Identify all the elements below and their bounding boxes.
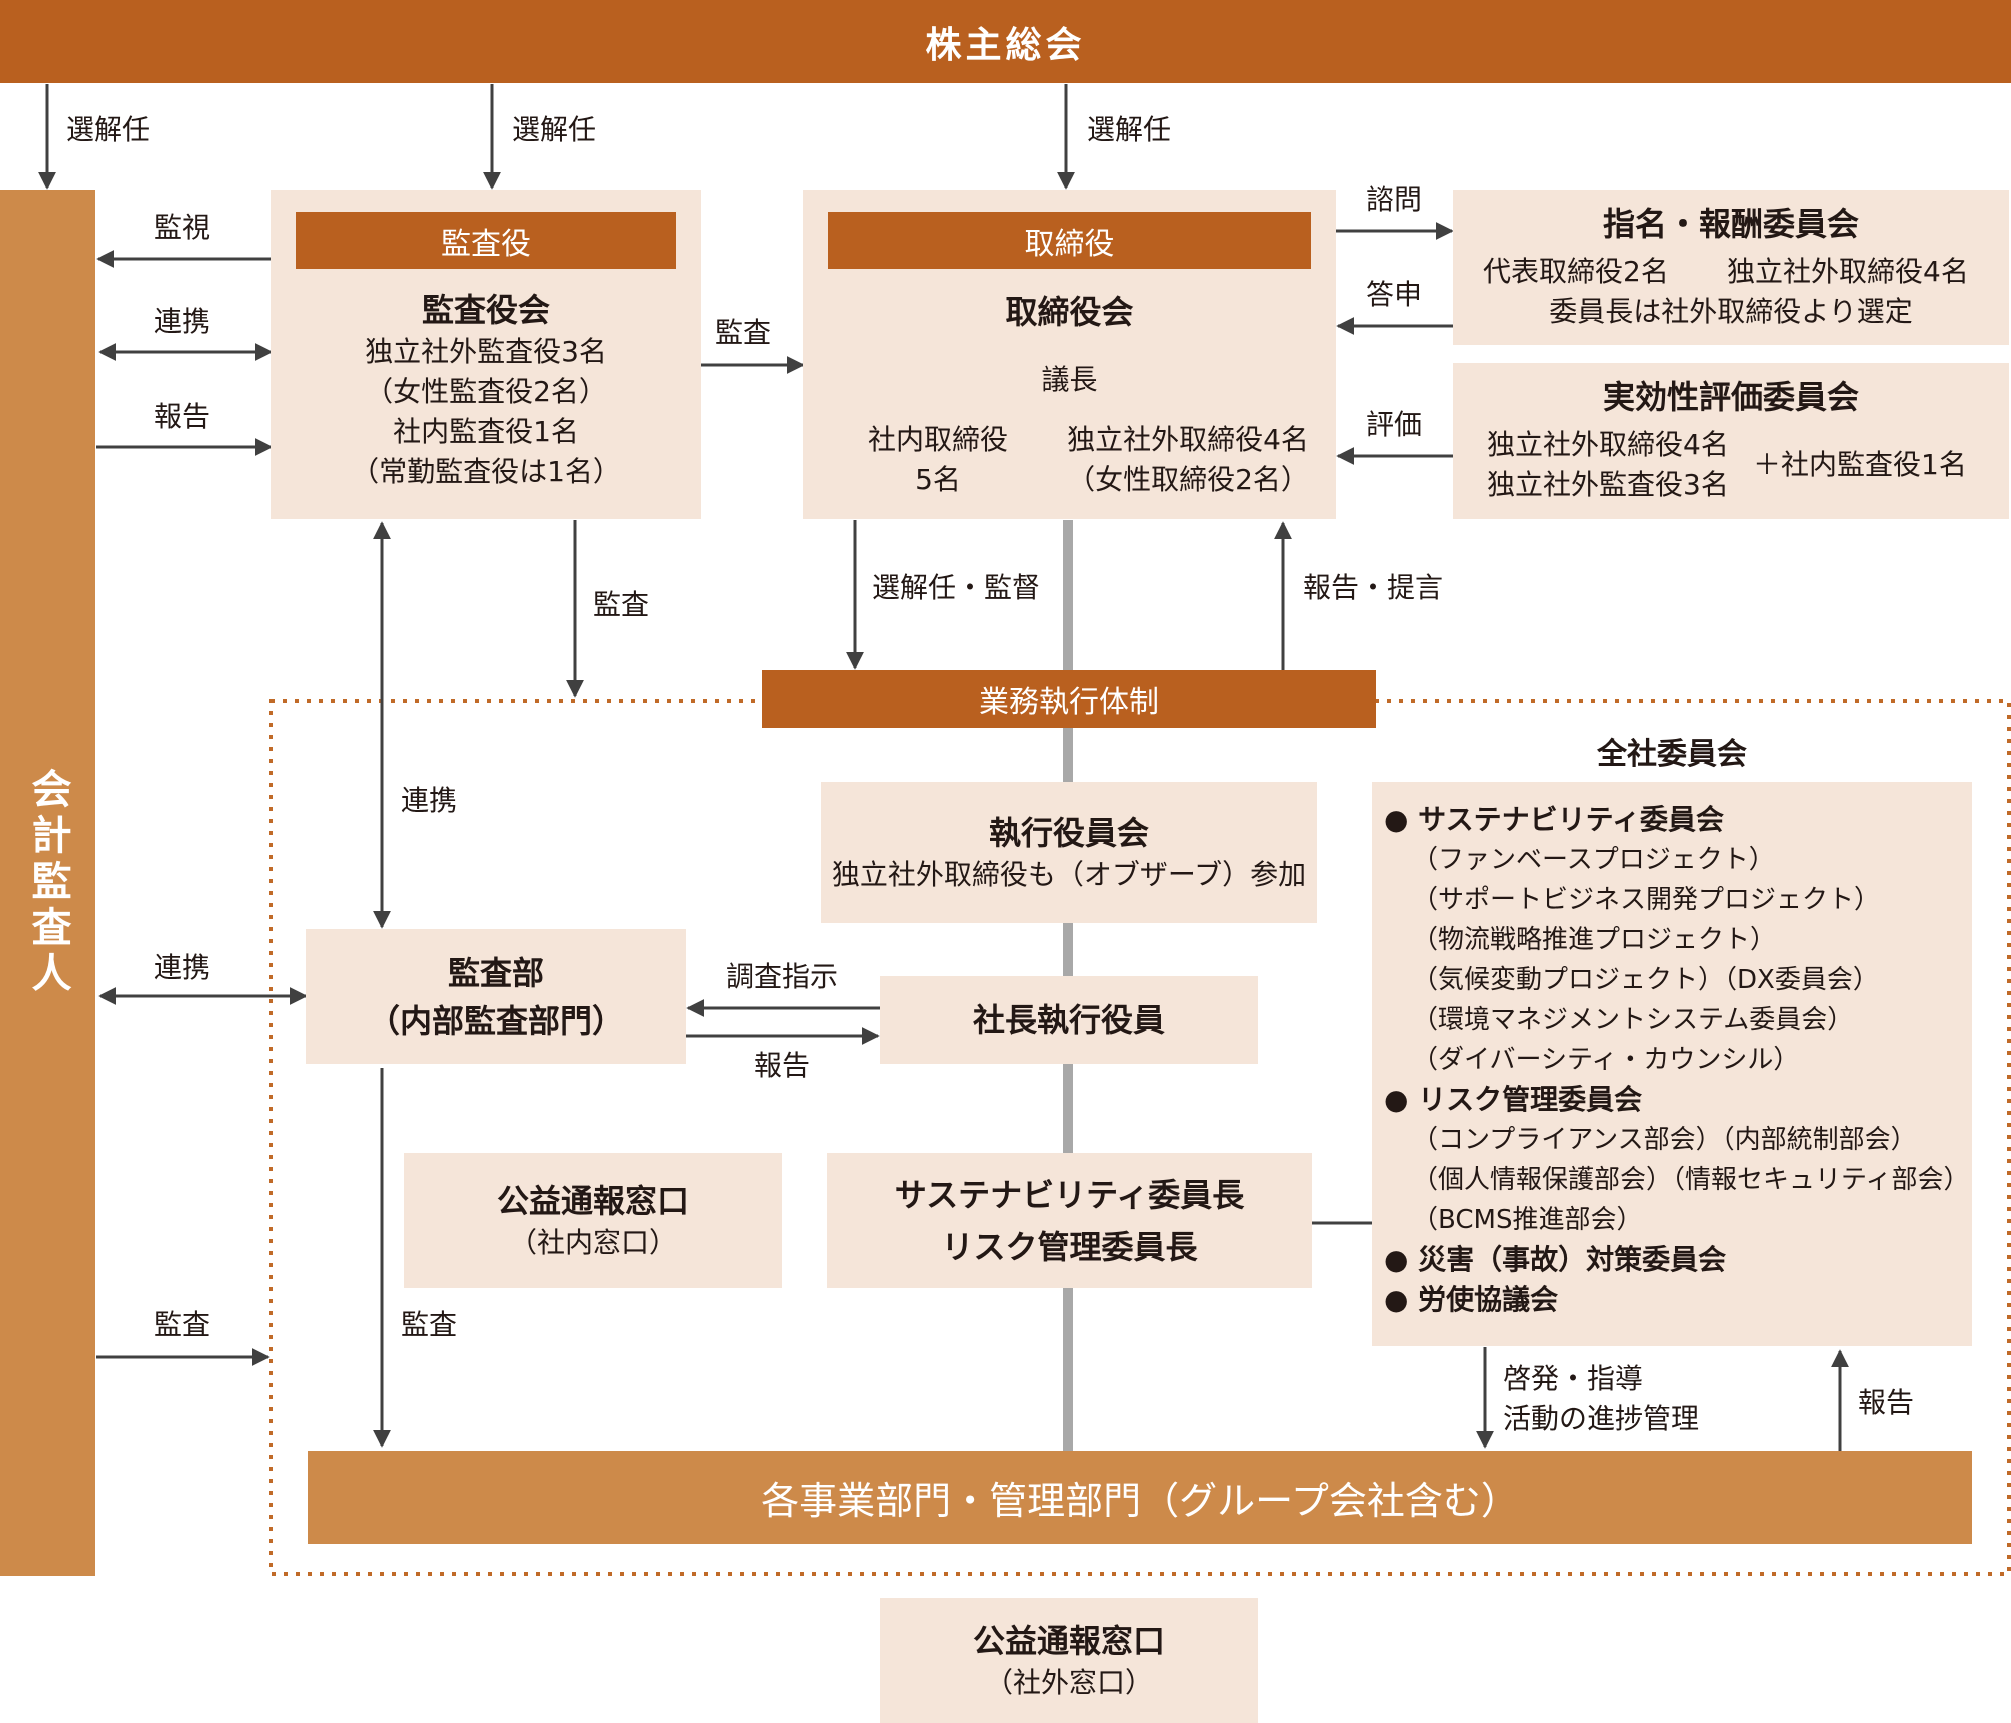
directors-internal-line: 社内取締役 (867, 423, 1008, 456)
label-investigate: 調査指示 (726, 960, 839, 993)
committee-subitem: （サポートビジネス開発プロジェクト） (1412, 885, 1881, 915)
label-report: 報告 (1858, 1386, 1915, 1419)
directors-header-label: 取締役 (1024, 226, 1115, 262)
effectiveness-line: 独立社外取締役4名 (1487, 428, 1729, 461)
effectiveness-committee-title: 実効性評価委員会 (1602, 378, 1859, 416)
label-coop: 連携 (154, 305, 211, 338)
label-audit: 監査 (154, 1308, 211, 1341)
effectiveness-extra: ＋社内監査役1名 (1753, 448, 1967, 481)
committee-subitem: （BCMS推進部会） (1412, 1205, 1643, 1235)
whistleblower-internal-box: 公益通報窓口 （社内窓口） (404, 1153, 782, 1288)
label-elect-supervise: 選解任・監督 (872, 571, 1041, 604)
label-report-propose: 報告・提言 (1303, 571, 1444, 604)
label-audit-board: 監査 (715, 316, 772, 349)
label-audit-down: 監査 (593, 588, 650, 621)
auditors-header: 監査役 (296, 212, 676, 269)
directors-external-line: （女性取締役2名） (1067, 463, 1309, 496)
label-progress-management: 活動の進捗管理 (1503, 1402, 1700, 1435)
committee-subitem: （気候変動プロジェクト）（DX委員会） (1412, 965, 1879, 995)
label-evaluate: 評価 (1366, 408, 1423, 441)
auditors-line: （女性監査役2名） (365, 375, 607, 408)
business-units-label: 各事業部門・管理部門（グループ会社含む） (761, 1479, 1519, 1523)
audit-dept-box: 監査部 （内部監査部門） (306, 929, 686, 1064)
committee-subitem: （個人情報保護部会）（情報セキュリティ部会） (1412, 1165, 1970, 1195)
directors-board-title: 取締役会 (1005, 293, 1134, 331)
auditors-line: （常勤監査役は1名） (351, 455, 621, 488)
audit-dept-line: （内部監査部門） (367, 1001, 624, 1040)
committee-item: ● サステナビリティ委員会 (1384, 803, 1724, 836)
execution-system-header: 業務執行体制 (762, 670, 1376, 728)
business-units-bar: 各事業部門・管理部門（グループ会社含む） (308, 1451, 1972, 1544)
label-elect: 選解任 (1087, 113, 1172, 146)
nomination-committee-title: 指名・報酬委員会 (1602, 205, 1859, 243)
company-committees-box: ● サステナビリティ委員会 （ファンベースプロジェクト） （サポートビジネス開発プロ… (1372, 782, 1972, 1346)
whistleblower-internal-title: 公益通報窓口 (496, 1181, 689, 1220)
label-consult: 諮問 (1366, 183, 1423, 216)
directors-box: 取締役 取締役会 議長 社内取締役 5名 独立社外取締役4名 （女性取締役2名） (803, 190, 1336, 519)
whistleblower-external-sub: （社外窓口） (984, 1665, 1153, 1699)
audit-dept-line: 監査部 (447, 953, 544, 992)
shareholders-meeting-label: 株主総会 (925, 24, 1086, 66)
nomination-chair-note: 委員長は社外取締役より選定 (1549, 295, 1913, 328)
committee-subitem: （ファンベースプロジェクト） (1412, 845, 1775, 875)
exec-committee-box: 執行役員会 独立社外取締役も（オブザーブ）参加 (821, 782, 1317, 923)
label-monitor: 監視 (154, 211, 211, 244)
auditors-box: 監査役 監査役会 独立社外監査役3名 （女性監査役2名） 社内監査役1名 （常勤… (271, 190, 701, 519)
whistleblower-external-title: 公益通報窓口 (972, 1621, 1165, 1660)
directors-internal-line: 5名 (915, 463, 961, 496)
accounting-auditor-label: 会計監査人 (24, 768, 71, 998)
committee-subitem: （ダイバーシティ・カウンシル） (1412, 1045, 1800, 1075)
exec-committee-title: 執行役員会 (988, 813, 1149, 852)
directors-header: 取締役 (828, 212, 1311, 269)
nomination-external-directors: 独立社外取締役4名 (1727, 255, 1969, 288)
committee-subitem: （コンプライアンス部会）（内部統制部会） (1412, 1125, 1917, 1155)
label-elect: 選解任 (66, 113, 151, 146)
committee-item: ● 災害（事故）対策委員会 (1384, 1243, 1727, 1276)
shareholders-meeting-bar: 株主総会 (0, 0, 2011, 83)
effectiveness-line: 独立社外監査役3名 (1487, 468, 1729, 501)
effectiveness-committee-box: 実効性評価委員会 独立社外取締役4名 独立社外監査役3名 ＋社内監査役1名 (1453, 363, 2009, 519)
label-enlighten: 啓発・指導 (1503, 1362, 1644, 1395)
nomination-rep-directors: 代表取締役2名 (1483, 255, 1669, 288)
president-label: 社長執行役員 (972, 1001, 1165, 1039)
nomination-committee-box: 指名・報酬委員会 代表取締役2名 独立社外取締役4名 委員長は社外取締役より選定 (1453, 190, 2009, 345)
label-coop: 連携 (401, 784, 458, 817)
committee-subitem: （環境マネジメントシステム委員会） (1412, 1005, 1854, 1035)
company-committees-list: ● サステナビリティ委員会 （ファンベースプロジェクト） （サポートビジネス開発プロ… (1384, 800, 1969, 1320)
exec-committee-sub: 独立社外取締役も（オブザーブ）参加 (831, 857, 1307, 891)
whistleblower-internal-sub: （社内窓口） (508, 1225, 677, 1259)
accounting-auditor-bar: 会計監査人 (0, 190, 95, 1576)
auditors-line: 独立社外監査役3名 (365, 335, 607, 368)
label-coop: 連携 (154, 951, 211, 984)
execution-system-label: 業務執行体制 (979, 685, 1159, 720)
company-committees-heading: 全社委員会 (1597, 737, 1747, 772)
committee-item: ● 労使協議会 (1384, 1283, 1559, 1316)
directors-external-line: 独立社外取締役4名 (1067, 423, 1309, 456)
directors-chair: 議長 (1041, 363, 1098, 396)
president-box: 社長執行役員 (880, 976, 1258, 1064)
label-report: 報告 (154, 400, 211, 433)
auditors-header-label: 監査役 (441, 226, 531, 262)
committee-chair-line: サステナビリティ委員長 (894, 1175, 1245, 1214)
committee-chair-line: リスク管理委員長 (941, 1227, 1198, 1266)
whistleblower-external-box: 公益通報窓口 （社外窓口） (880, 1598, 1258, 1723)
auditors-board-title: 監査役会 (421, 291, 550, 329)
auditors-line: 社内監査役1名 (393, 415, 579, 448)
committee-item: ● リスク管理委員会 (1384, 1083, 1643, 1116)
label-report: 報告 (754, 1049, 811, 1082)
label-audit: 監査 (401, 1308, 458, 1341)
label-elect: 選解任 (512, 113, 597, 146)
committee-chairs-box: サステナビリティ委員長 リスク管理委員長 (827, 1153, 1312, 1288)
label-reply: 答申 (1366, 278, 1423, 311)
committee-subitem: （物流戦略推進プロジェクト） (1412, 925, 1777, 955)
execution-boundary (269, 699, 2011, 1576)
